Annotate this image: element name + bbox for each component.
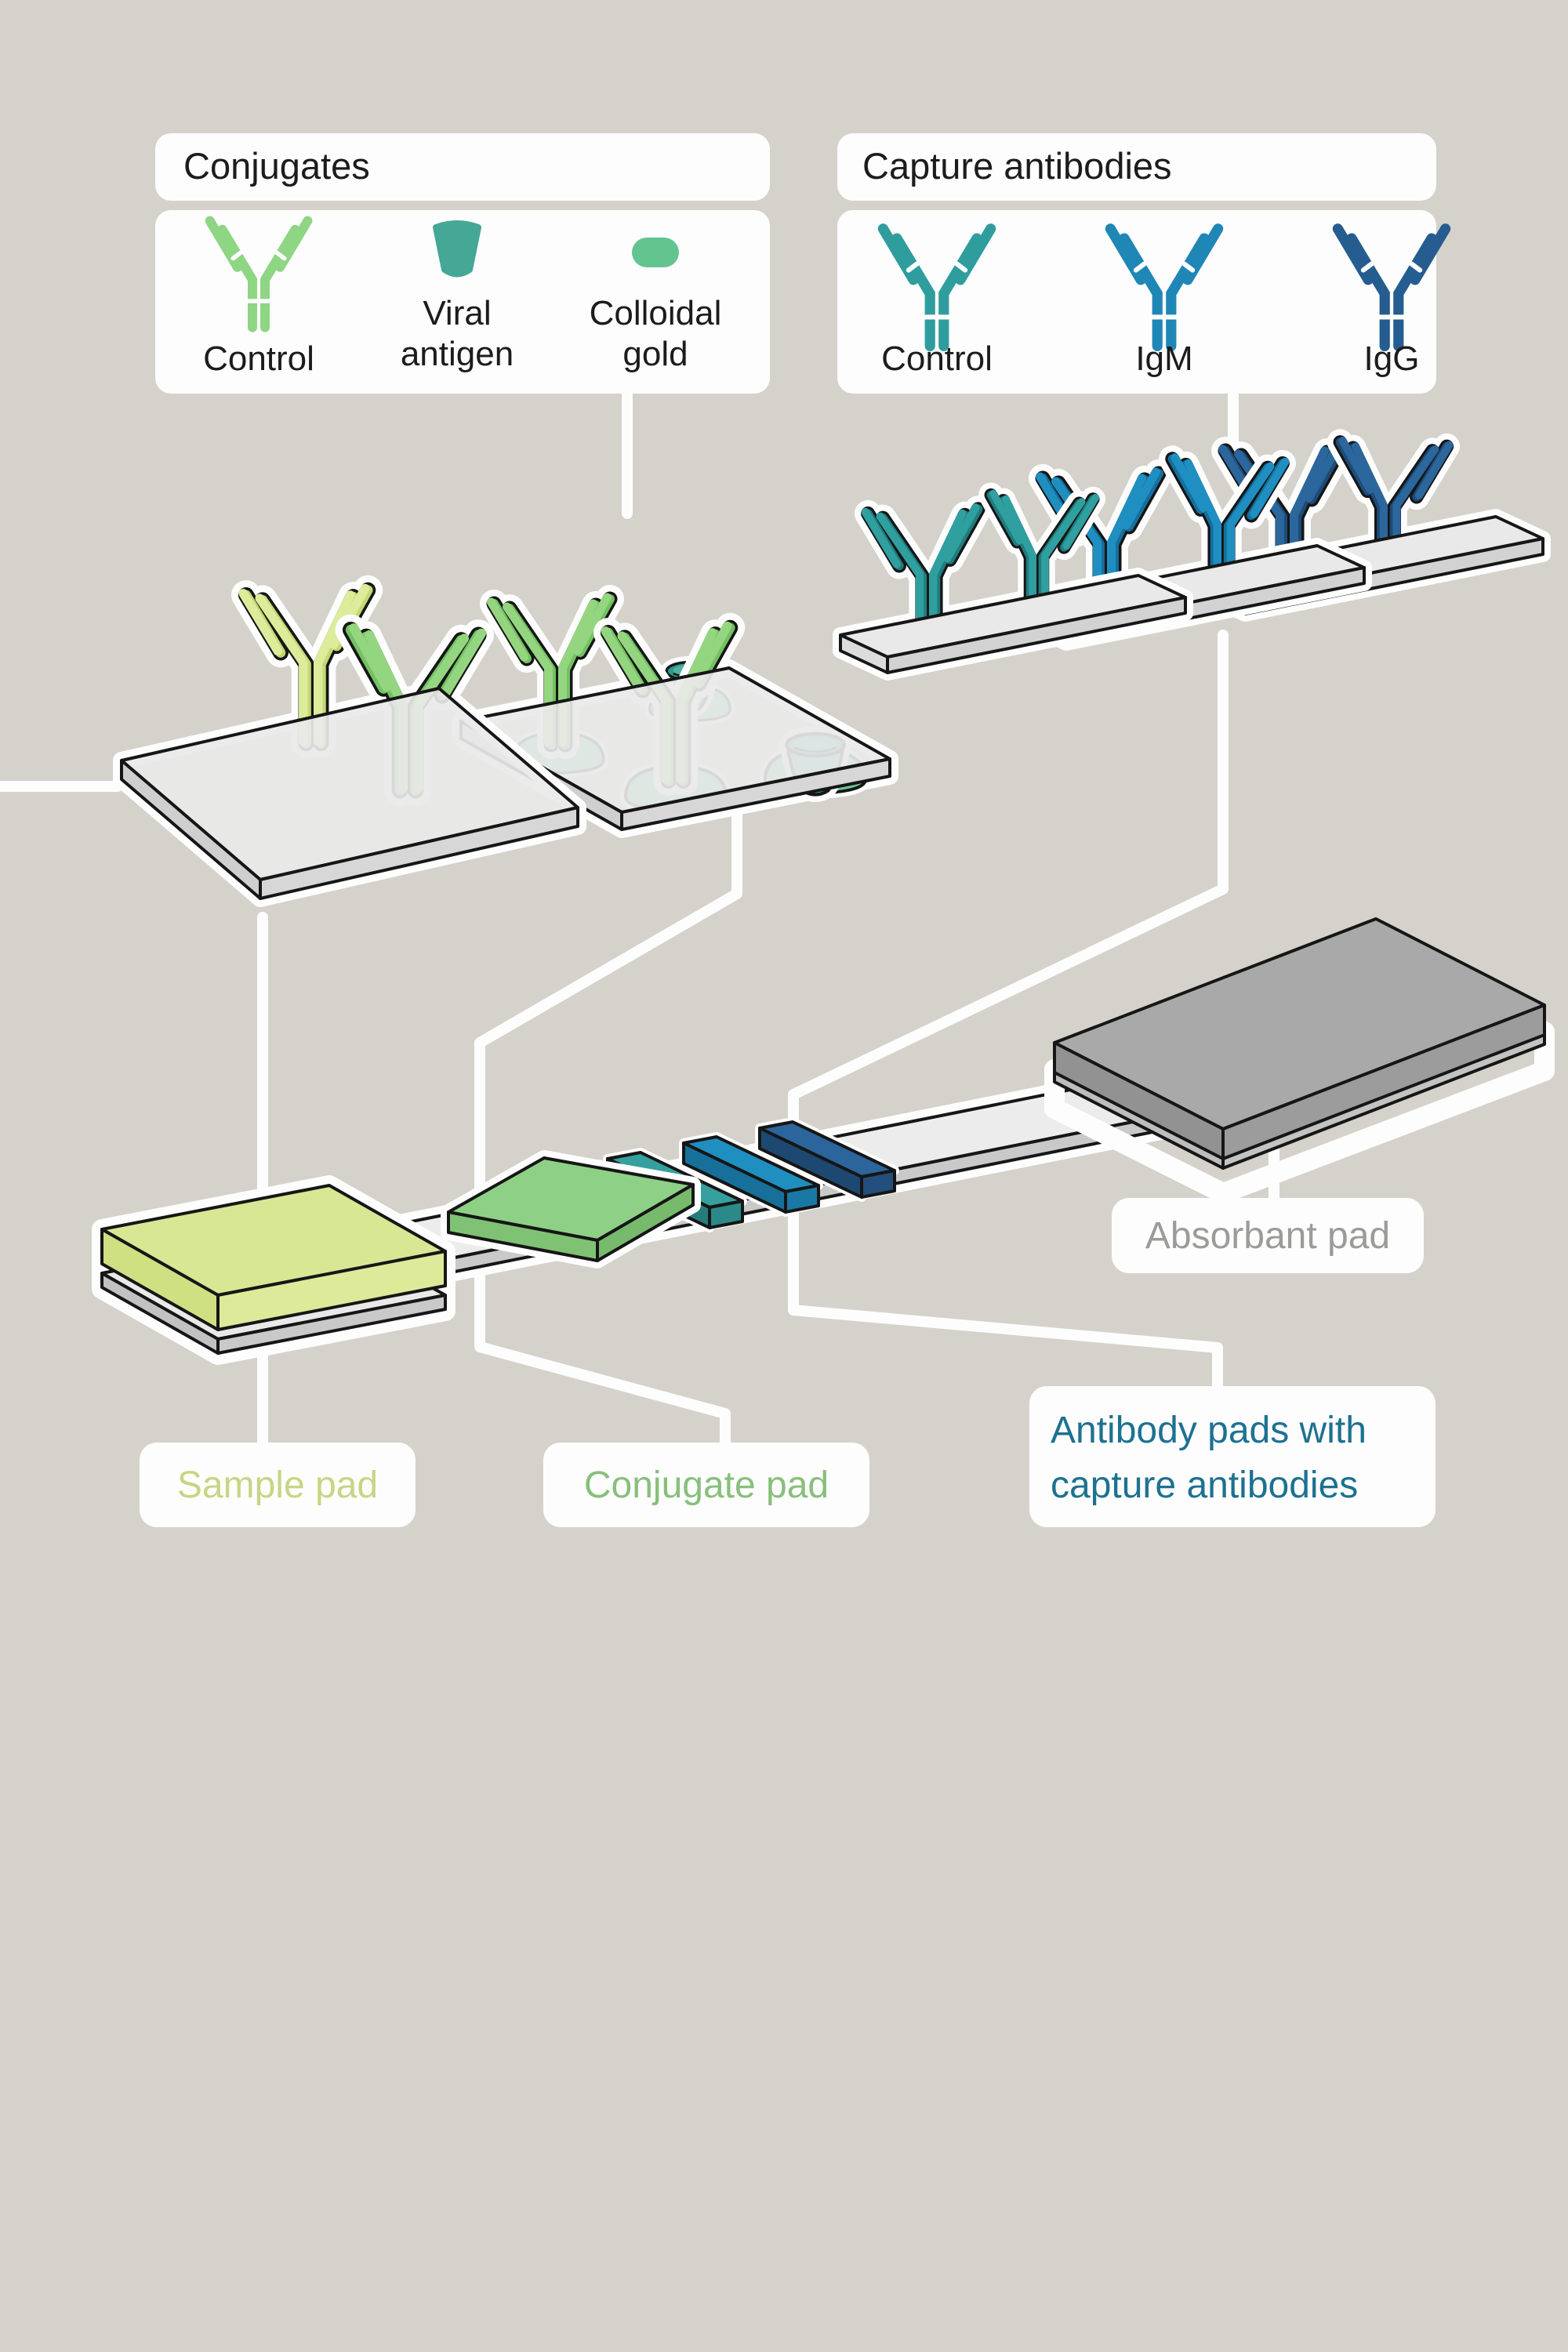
capture-legend-body — [837, 210, 1436, 394]
legend-item-label: IgM — [1135, 339, 1192, 378]
conjugate-control-pad — [113, 589, 586, 907]
antibody-pads-label-line1: Antibody pads with — [1051, 1410, 1367, 1451]
conjugates-legend-title: Conjugates — [183, 145, 370, 187]
capture-plank-control — [833, 494, 1193, 681]
legend-item-label: antigen — [401, 335, 514, 373]
test-line-igm — [679, 1132, 823, 1217]
sample-pad-label: Sample pad — [140, 1443, 416, 1527]
conjugates-legend-header — [155, 133, 770, 201]
absorbent-pad-label-text: Absorbant pad — [1145, 1215, 1390, 1257]
legend-item-label: IgG — [1364, 339, 1420, 378]
conjugate-pad — [441, 1150, 701, 1269]
antibody-pads-label: Antibody pads with capture antibodies — [1029, 1386, 1436, 1527]
sample-pad-label-text: Sample pad — [177, 1465, 378, 1506]
viral-antigen-icon — [433, 220, 481, 278]
colloidal-gold-icon — [632, 238, 679, 267]
connector-conjugate-pad — [474, 790, 742, 1452]
capture-legend-header — [837, 133, 1436, 201]
conjugates-legend: Conjugates Control Viral antigen Colloid… — [155, 133, 770, 394]
conjugates-legend-body — [155, 210, 770, 394]
absorbent-pad-label: Absorbant pad — [1112, 1198, 1424, 1273]
conjugate-pad-label: Conjugate pad — [543, 1443, 869, 1527]
conjugate-pad-label-text: Conjugate pad — [584, 1465, 829, 1506]
antibody-pads-label-line2: capture antibodies — [1051, 1465, 1358, 1506]
legend-item-label: gold — [622, 335, 688, 373]
test-line-igg — [755, 1117, 899, 1202]
sample-pad — [92, 1175, 456, 1365]
capture-legend-title: Capture antibodies — [862, 145, 1172, 187]
absorbent-pad — [1044, 917, 1555, 1203]
capture-legend: Capture antibodies Control IgM IgG — [837, 133, 1446, 394]
legend-item-label: Colloidal — [590, 294, 722, 332]
legend-item-label: Control — [203, 339, 314, 378]
legend-item-label: Control — [881, 339, 993, 378]
legend-item-label: Viral — [423, 294, 491, 332]
